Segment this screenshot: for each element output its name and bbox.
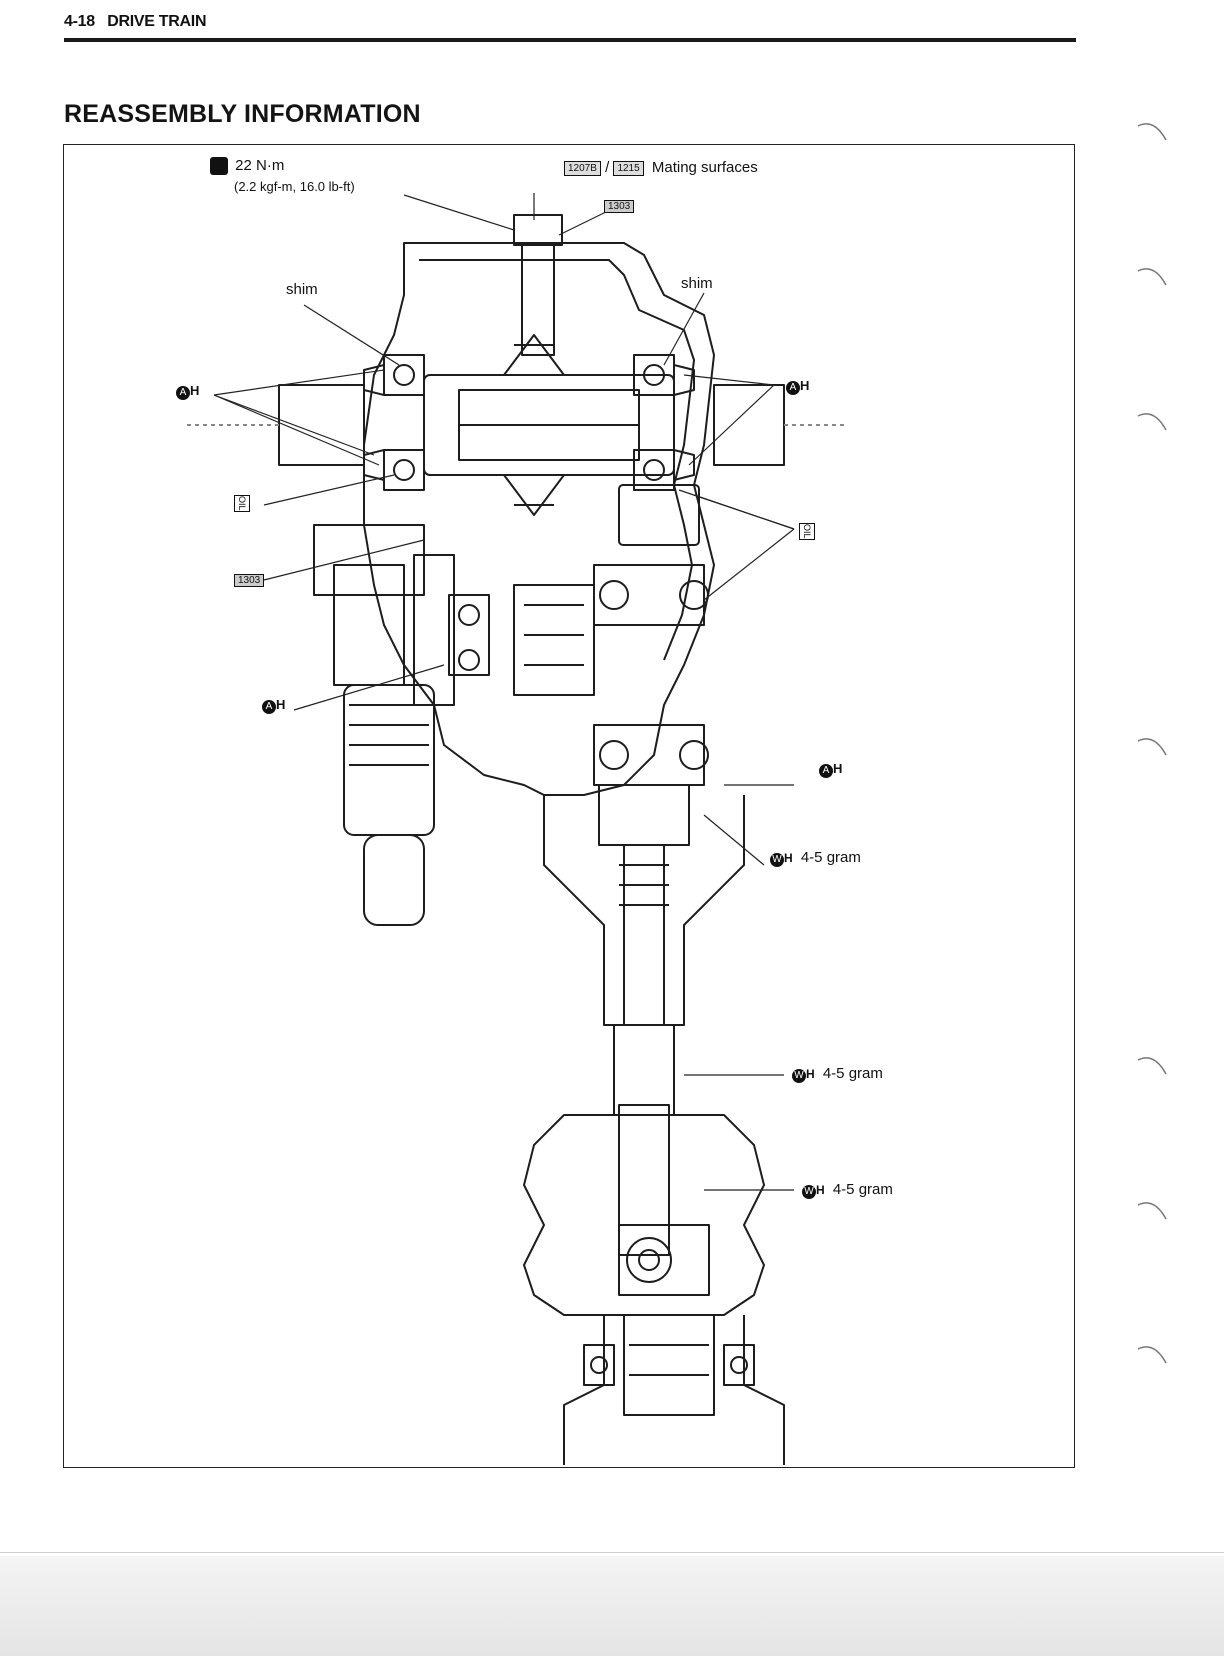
page-header: 4-18 DRIVE TRAIN xyxy=(64,13,207,31)
thread-lock-code: 1303 xyxy=(604,200,635,213)
oil-icon-right: OIL xyxy=(799,523,815,543)
grease-w-letter: W xyxy=(802,1185,816,1199)
scan-edge xyxy=(0,1552,1224,1553)
grease-h-letter: H xyxy=(276,697,286,712)
sealant-tube-icon-1207b: 1207B xyxy=(564,160,601,176)
oil-icon-left: OIL xyxy=(234,495,250,515)
diagram-frame: 22 N·m (2.2 kgf-m, 16.0 lb-ft) 1207B / 1… xyxy=(63,144,1075,1468)
sealant-tube-icon-1215: 1215 xyxy=(613,160,644,176)
shim-label-right: shim xyxy=(681,275,713,292)
header-rule xyxy=(64,38,1076,42)
thread-lock-icon-top: 1303 xyxy=(604,197,635,213)
section-name: DRIVE TRAIN xyxy=(107,13,207,30)
thread-lock-code: 1303 xyxy=(234,574,265,587)
grease-amount: 4-5 gram xyxy=(832,1181,893,1198)
thread-lock-icon-left: 1303 xyxy=(234,571,265,587)
grease-h-letter: H xyxy=(816,1183,825,1197)
oil-code: OIL xyxy=(799,523,815,540)
grease-w-letter: W xyxy=(792,1069,806,1083)
drive-train-cross-section xyxy=(184,193,844,1465)
torque-alt-units: (2.2 kgf-m, 16.0 lb-ft) xyxy=(234,179,355,194)
scan-shadow xyxy=(0,1556,1224,1656)
torque-label: 22 N·m xyxy=(210,157,285,176)
torque-value: 22 N·m xyxy=(235,157,285,174)
torque-wrench-icon xyxy=(210,157,228,176)
grease-h-letter: H xyxy=(833,761,843,776)
grease-a-letter: A xyxy=(786,381,800,395)
grease-h-letter: H xyxy=(784,851,793,865)
grease-h-letter: H xyxy=(190,383,200,398)
grease-w-letter: W xyxy=(770,853,784,867)
binder-ring-marks xyxy=(1137,123,1167,1364)
grease-h-letter: H xyxy=(800,378,810,393)
grease-amount: 4-5 gram xyxy=(800,849,861,866)
grease-h-letter: H xyxy=(806,1067,815,1081)
grease-a-letter: A xyxy=(262,700,276,714)
grease-a-letter: A xyxy=(176,386,190,400)
page-number: 4-18 xyxy=(64,13,95,30)
grease-amount: 4-5 gram xyxy=(822,1065,883,1082)
mating-surfaces-text: Mating surfaces xyxy=(651,159,758,176)
shim-label-left: shim xyxy=(286,281,318,298)
separator: / xyxy=(605,159,610,176)
grease-a-letter: A xyxy=(819,764,833,778)
oil-code: OIL xyxy=(234,495,250,512)
mating-surfaces-label: 1207B / 1215 Mating surfaces xyxy=(564,159,758,176)
page-title: REASSEMBLY INFORMATION xyxy=(64,100,421,128)
